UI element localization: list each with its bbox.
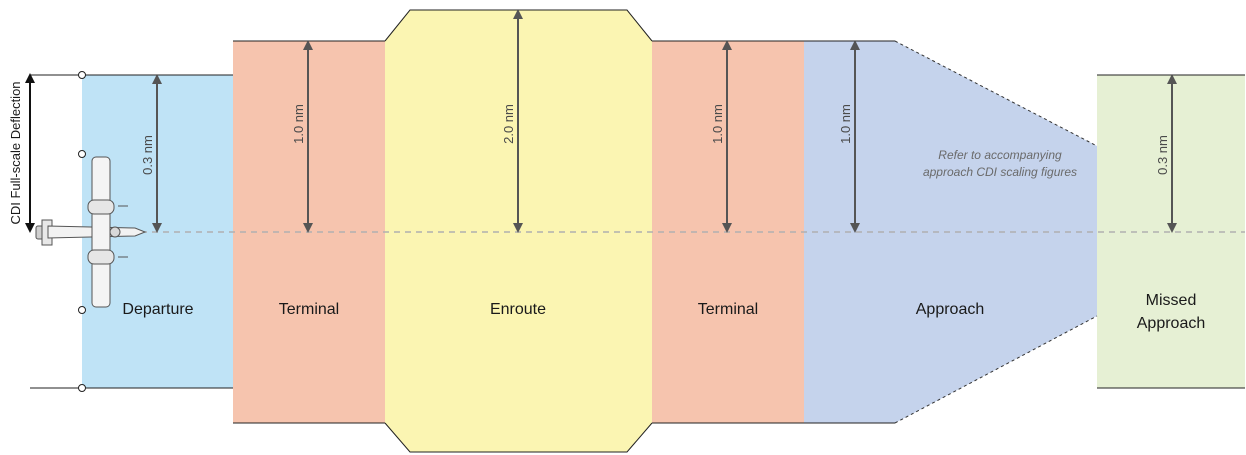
approach-segment bbox=[804, 41, 1097, 423]
approach-taper-lines bbox=[894, 40, 1098, 424]
enroute-distance-label: 2.0 nm bbox=[501, 104, 516, 144]
approach-label: Approach bbox=[916, 301, 985, 318]
approach-note-line2: approach CDI scaling figures bbox=[923, 165, 1077, 179]
cdi-dot-markers bbox=[78, 71, 86, 392]
cdi-axis-title: CDI Full-scale Deflection bbox=[8, 81, 23, 224]
terminal-arr-label: Terminal bbox=[698, 301, 758, 318]
segment-outlines bbox=[30, 9, 1245, 453]
departure-label: Departure bbox=[122, 301, 193, 318]
approach-note-line1: Refer to accompanying bbox=[938, 148, 1062, 162]
missed-label-line1: Missed bbox=[1146, 292, 1197, 309]
missed-distance-label: 0.3 nm bbox=[1155, 135, 1170, 175]
distance-arrows bbox=[152, 8, 1177, 233]
enroute-label: Enroute bbox=[490, 301, 546, 318]
terminal-dep-distance-label: 1.0 nm bbox=[291, 104, 306, 144]
approach-distance-label: 1.0 nm bbox=[838, 104, 853, 144]
departure-distance-label: 0.3 nm bbox=[140, 135, 155, 175]
terminal-dep-label: Terminal bbox=[279, 301, 339, 318]
missed-label-line2: Approach bbox=[1137, 315, 1206, 332]
aircraft-top-view-icon bbox=[35, 156, 147, 308]
terminal-arr-distance-label: 1.0 nm bbox=[710, 104, 725, 144]
